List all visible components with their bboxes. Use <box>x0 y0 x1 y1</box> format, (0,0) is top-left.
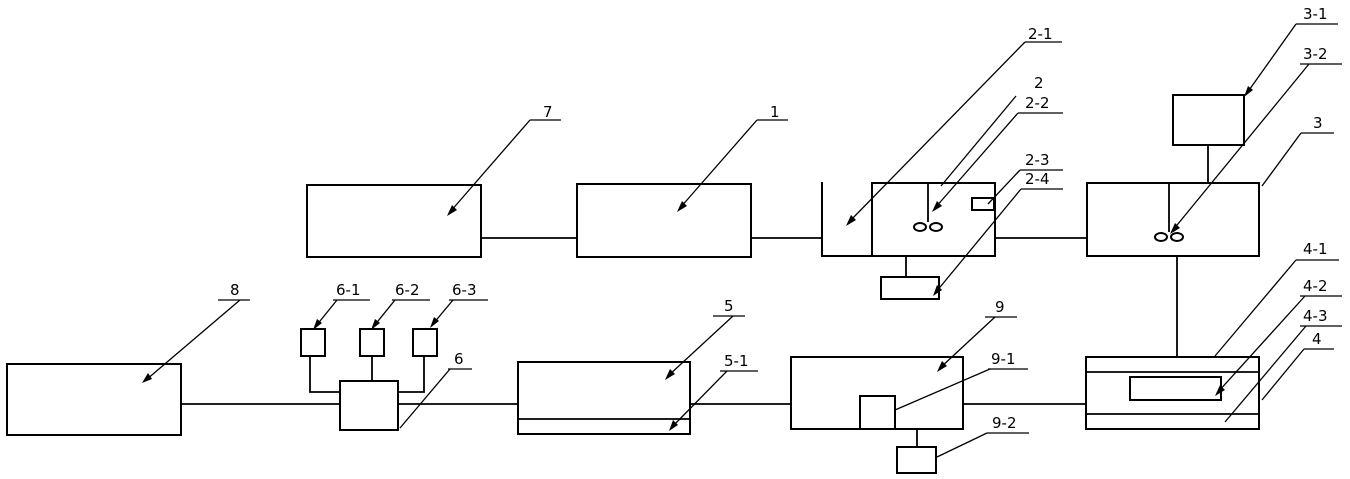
label-6-3: 6-3 <box>452 281 477 299</box>
label-8: 8 <box>230 281 240 299</box>
display-4-2 <box>1129 376 1222 401</box>
label-2-4: 2-4 <box>1025 170 1050 188</box>
label-6-2: 6-2 <box>395 281 420 299</box>
block-6-1 <box>300 328 326 357</box>
label-9-2: 9-2 <box>992 414 1017 432</box>
block-9 <box>790 356 964 430</box>
label-5: 5 <box>724 297 734 315</box>
label-2: 2 <box>1034 74 1044 92</box>
label-5-1: 5-1 <box>724 352 749 370</box>
block-2-4 <box>880 276 940 300</box>
label-7: 7 <box>543 103 553 121</box>
callout-labels: 7 1 2-1 2 2-2 2-3 2-4 3-1 3-2 3 4-1 4-2 … <box>218 5 1342 434</box>
label-3: 3 <box>1313 114 1323 132</box>
block-1 <box>576 183 752 258</box>
label-3-1: 3-1 <box>1303 5 1328 23</box>
stirrer-3-2 <box>1154 183 1184 242</box>
block-3-1 <box>1172 94 1245 146</box>
label-1: 1 <box>770 103 780 121</box>
block-3 <box>1086 182 1260 257</box>
label-4-3: 4-3 <box>1303 307 1328 325</box>
label-4-2: 4-2 <box>1303 277 1328 295</box>
leader-lines <box>142 23 1310 458</box>
stirrer-2-2 <box>913 183 943 232</box>
block-2 <box>821 182 996 257</box>
block-6-3 <box>412 328 438 357</box>
label-9: 9 <box>995 298 1005 316</box>
block-9-1 <box>859 395 896 430</box>
label-2-3: 2-3 <box>1025 151 1050 169</box>
label-4: 4 <box>1312 330 1322 348</box>
block-5 <box>517 361 691 435</box>
label-6-1: 6-1 <box>336 281 361 299</box>
block-7 <box>306 184 482 258</box>
label-9-1: 9-1 <box>991 350 1016 368</box>
block-6-2 <box>359 328 385 357</box>
block-4 <box>1085 356 1260 430</box>
block-9-2 <box>896 446 937 474</box>
label-6: 6 <box>454 350 464 368</box>
block-6 <box>339 380 399 431</box>
block-8 <box>6 363 182 436</box>
label-2-1: 2-1 <box>1028 25 1053 43</box>
label-4-1: 4-1 <box>1303 240 1328 258</box>
element-2-3 <box>971 197 995 211</box>
label-3-2: 3-2 <box>1303 45 1328 63</box>
label-2-2: 2-2 <box>1025 94 1050 112</box>
